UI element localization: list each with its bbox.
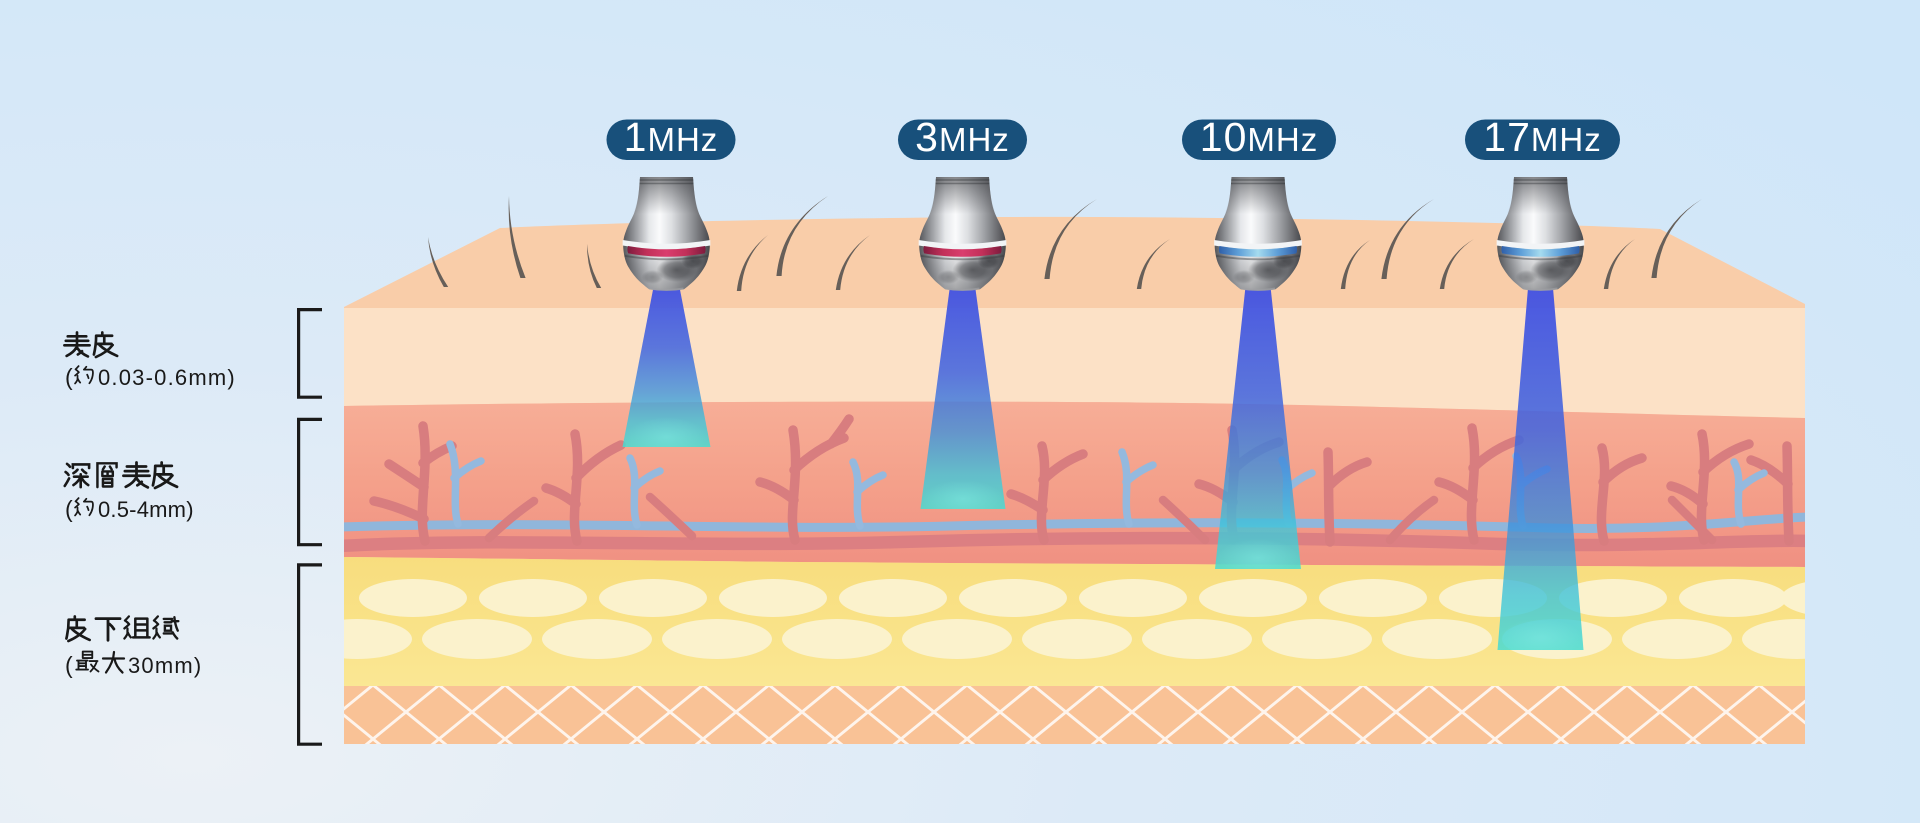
- svg-text:(: (: [65, 364, 74, 390]
- svg-text:0.03-0.6mm): 0.03-0.6mm): [98, 365, 236, 390]
- svg-text:10MHz: 10MHz: [1200, 114, 1318, 160]
- svg-text:(: (: [65, 496, 74, 522]
- svg-text:(: (: [65, 652, 74, 678]
- svg-text:1MHz: 1MHz: [624, 114, 719, 160]
- svg-text:3MHz: 3MHz: [915, 114, 1010, 160]
- svg-text:17MHz: 17MHz: [1483, 114, 1601, 160]
- svg-text:30mm): 30mm): [128, 653, 202, 678]
- svg-text:0.5-4mm): 0.5-4mm): [98, 497, 194, 522]
